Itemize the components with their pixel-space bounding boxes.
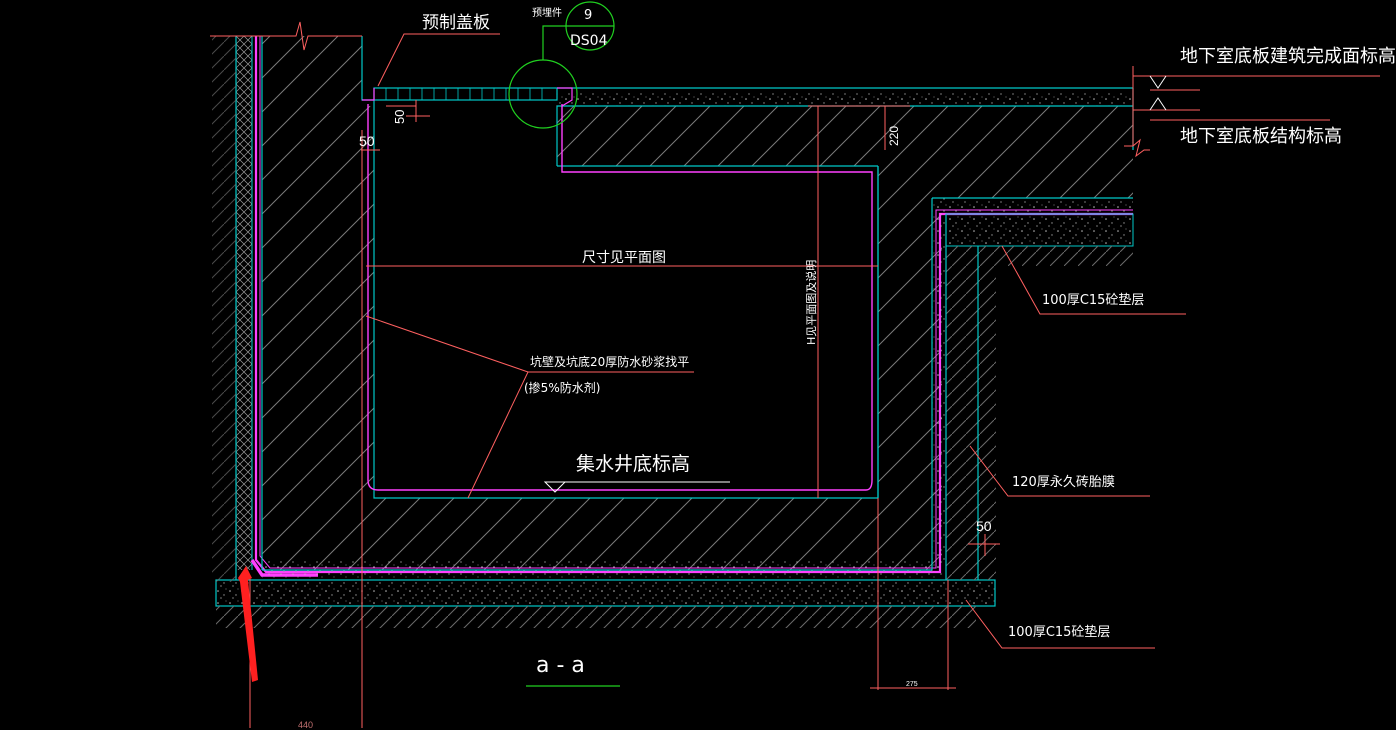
- precast-cover-label: 预制盖板: [422, 13, 490, 33]
- sump-bottom-label: 集水井底标高: [576, 453, 690, 475]
- dim-50-right: 50: [976, 518, 992, 534]
- c15-cushion-upper-label: 100厚C15砼垫层: [1042, 292, 1144, 308]
- section-title: a - a: [536, 653, 585, 678]
- protection-layer-label: 120厚永久砖胎膜: [1012, 475, 1115, 490]
- dim-50-wall: 50: [359, 133, 375, 149]
- finish-elevation-label: 地下室底板建筑完成面标高: [1180, 46, 1396, 67]
- brick-protection-wall-left: [236, 36, 252, 570]
- embedded-part-label: 预埋件: [532, 7, 562, 19]
- detail-sheet: DS04: [570, 33, 608, 49]
- dim-220: 220: [887, 126, 901, 146]
- concrete-wall-mass: [262, 36, 1133, 570]
- earth-fill-right: [946, 246, 996, 580]
- dim-50-cover: 50: [392, 110, 407, 124]
- wall-plaster-label-2: (掺5%防水剂): [524, 380, 600, 395]
- earth-fill-bottom: [216, 606, 976, 628]
- c15-cushion-lower-label: 100厚C15砼垫层: [1008, 624, 1110, 640]
- detail-number: 9: [584, 8, 592, 23]
- wall-plaster-label: 坑壁及坑底20厚防水砂浆找平: [530, 354, 689, 369]
- precast-cover-plate: [362, 87, 573, 107]
- c15-cushion-bottom: [215, 579, 996, 607]
- c15-cushion-upper: [945, 213, 1134, 247]
- elevation-marker-structure: [1149, 97, 1167, 111]
- structure-elevation-label: 地下室底板结构标高: [1180, 126, 1342, 147]
- dims-see-plan-label: 尺寸见平面图: [582, 250, 666, 266]
- leader-lines: [249, 33, 1380, 728]
- elevation-marker-finish: [1149, 75, 1167, 89]
- break-line: [210, 21, 362, 51]
- annotation-arrow: [238, 566, 258, 682]
- depth-note-label: H见平面图及说明: [804, 260, 818, 345]
- pit-inner-lining: [367, 104, 873, 491]
- dim-440: 440: [298, 720, 313, 730]
- dim-275: 275: [906, 681, 918, 688]
- detail-callout: [508, 1, 615, 129]
